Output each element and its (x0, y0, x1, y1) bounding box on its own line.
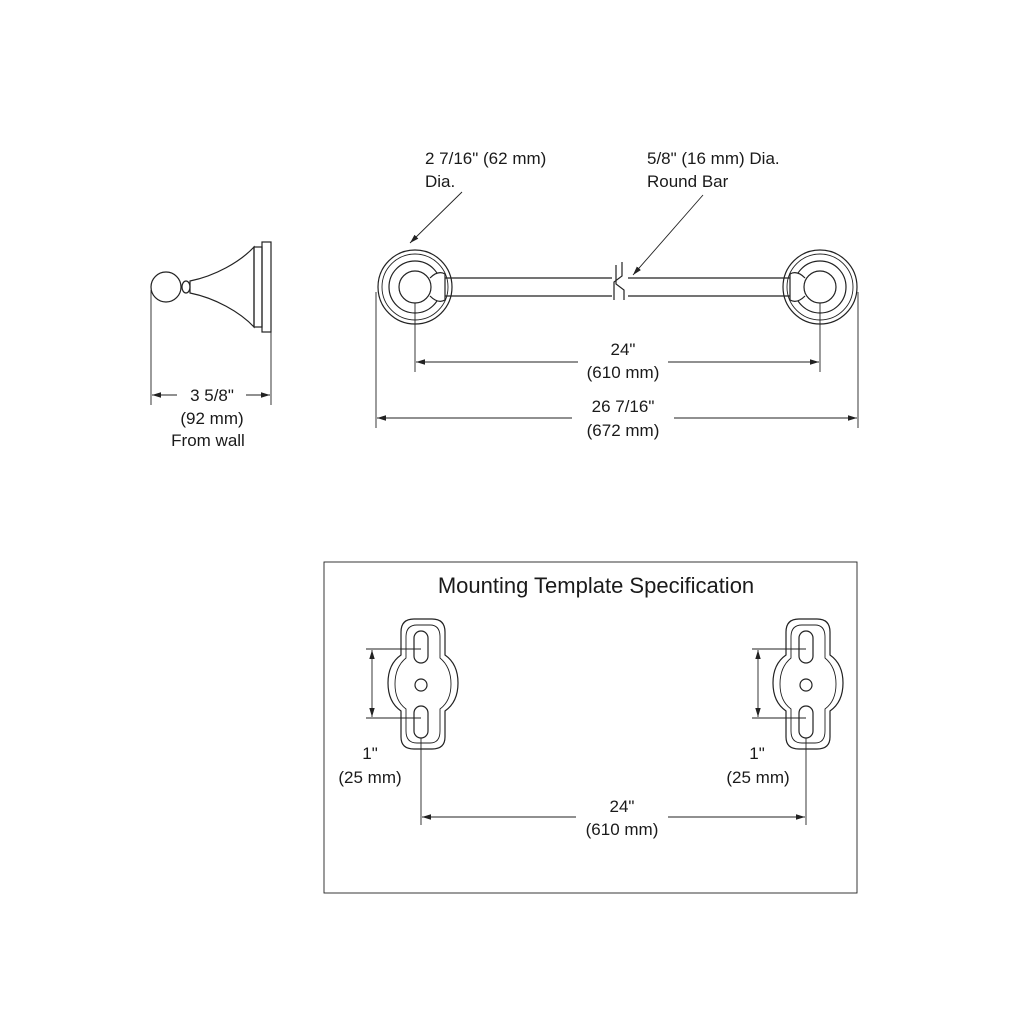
side-neck (181, 280, 191, 294)
mounting-template: Mounting Template Specification 1" (25 m… (323, 561, 858, 894)
right-slot-in: 1" (749, 744, 765, 763)
flange-dia-label: Dia. (425, 172, 455, 191)
overall-dim-mm: (672 mm) (587, 421, 660, 440)
template-center-mm: (610 mm) (586, 820, 659, 839)
left-center-hole (414, 678, 428, 692)
right-post-cap (803, 270, 837, 304)
right-upper-slot (798, 630, 814, 664)
side-flange-inner (253, 246, 263, 328)
right-slot-mm: (25 mm) (726, 768, 789, 787)
right-post (789, 272, 806, 302)
left-post (429, 272, 446, 302)
center-dim-mm: (610 mm) (587, 363, 660, 382)
bar-break-left (615, 265, 625, 300)
template-center-in: 24" (610, 797, 635, 816)
center-dim-in: 24" (611, 340, 636, 359)
left-post-cap (398, 270, 432, 304)
left-lower-slot (413, 705, 429, 739)
right-center-hole (799, 678, 813, 692)
template-frame (323, 561, 858, 894)
left-upper-slot (413, 630, 429, 664)
bar-break-right (613, 262, 623, 300)
left-slot-mm: (25 mm) (338, 768, 401, 787)
side-post (189, 245, 255, 329)
side-depth-in: 3 5/8" (190, 386, 234, 405)
bar-type: Round Bar (647, 172, 729, 191)
right-bracket-outline (772, 618, 844, 750)
bar-leader (632, 194, 704, 276)
left-slot-in: 1" (362, 744, 378, 763)
right-bracket-inner (779, 624, 837, 744)
left-bracket-inner (394, 624, 452, 744)
front-view: 2 7/16" (62 mm) Dia. 5/8" (16 mm) Dia. R… (375, 149, 859, 440)
right-lower-slot (798, 705, 814, 739)
side-flange-outer (261, 241, 272, 333)
side-view: 3 5/8" (92 mm) From wall (150, 241, 272, 450)
template-title: Mounting Template Specification (438, 573, 754, 598)
side-ball (150, 271, 182, 303)
overall-dim-in: 26 7/16" (592, 397, 655, 416)
left-mounting-bracket: 1" (25 mm) (338, 618, 459, 787)
right-mounting-bracket: 1" (25 mm) (726, 618, 844, 787)
side-depth-note: From wall (171, 431, 245, 450)
bar-dia: 5/8" (16 mm) Dia. (647, 149, 780, 168)
flange-leader (409, 191, 463, 244)
left-bracket-outline (387, 618, 459, 750)
flange-dia-in: 2 7/16" (62 mm) (425, 149, 546, 168)
side-depth-mm: (92 mm) (180, 409, 243, 428)
